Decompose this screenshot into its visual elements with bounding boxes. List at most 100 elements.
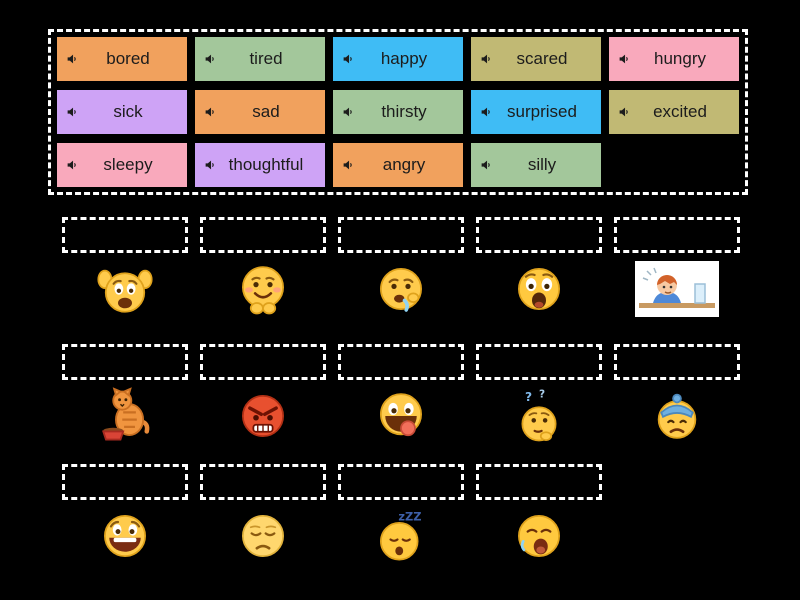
drop-zone-3-1[interactable]	[62, 464, 188, 500]
word-tile-surprised[interactable]: surprised	[471, 90, 601, 134]
sad-emoji-image	[235, 507, 291, 565]
angry-emoji-image	[235, 387, 291, 445]
match-slot	[338, 344, 464, 445]
match-row-3: zZZ	[62, 464, 602, 565]
speaker-icon[interactable]	[618, 106, 631, 119]
sleepy-emoji-image: zZZ	[373, 507, 429, 565]
word-tile-silly[interactable]: silly	[471, 143, 601, 187]
word-tile-label: excited	[653, 102, 707, 121]
speaker-icon[interactable]	[480, 159, 493, 172]
speaker-icon[interactable]	[204, 159, 217, 172]
word-tile-sick[interactable]: sick	[57, 90, 187, 134]
match-slot	[62, 464, 188, 565]
speaker-icon[interactable]	[342, 53, 355, 66]
sad-face-graphic	[242, 515, 284, 557]
word-tile-label: happy	[380, 49, 428, 68]
svg-text:?: ?	[539, 389, 545, 401]
silly-emoji-image	[373, 387, 429, 445]
surprised-emoji-image	[511, 260, 567, 318]
speaker-icon[interactable]	[66, 106, 79, 119]
word-tile-hungry[interactable]: hungry	[609, 37, 739, 81]
surprised-face-graphic	[518, 268, 560, 310]
bored-kid-image	[635, 260, 719, 318]
match-slot	[476, 464, 602, 565]
word-tile-bored[interactable]: bored	[57, 37, 187, 81]
word-tile-sleepy[interactable]: sleepy	[57, 143, 187, 187]
word-tile-label: thirsty	[381, 102, 427, 121]
word-bank: bored tired happy scared hungry sick sad	[48, 29, 748, 195]
hungry-cat-image	[96, 387, 154, 445]
yawning-face-graphic	[518, 515, 560, 557]
drop-zone-2-1[interactable]	[62, 344, 188, 380]
word-tile-tired[interactable]: tired	[195, 37, 325, 81]
drop-zone-3-3[interactable]	[338, 464, 464, 500]
word-tile-label: surprised	[507, 102, 577, 121]
word-tile-label: scared	[516, 49, 568, 68]
word-tile-excited[interactable]: excited	[609, 90, 739, 134]
word-tile-sad[interactable]: sad	[195, 90, 325, 134]
silly-face-graphic	[380, 393, 422, 437]
word-tile-label: thoughtful	[228, 155, 304, 174]
word-tile-angry[interactable]: angry	[333, 143, 463, 187]
svg-text:?: ?	[525, 390, 532, 404]
embarrassed-face-graphic	[242, 266, 284, 315]
match-slot	[338, 217, 464, 318]
match-slot	[62, 217, 188, 318]
drop-zone-1-3[interactable]	[338, 217, 464, 253]
match-slot	[476, 217, 602, 318]
word-tile-label: bored	[106, 49, 150, 68]
hungry-cat-graphic	[101, 387, 150, 441]
drop-zone-2-3[interactable]	[338, 344, 464, 380]
sick-emoji-image	[649, 387, 705, 445]
drop-zone-1-2[interactable]	[200, 217, 326, 253]
drop-zone-2-4[interactable]	[476, 344, 602, 380]
drop-zone-3-4[interactable]	[476, 464, 602, 500]
speaker-icon[interactable]	[342, 106, 355, 119]
happy-face-graphic	[104, 515, 146, 557]
speaker-icon[interactable]	[66, 53, 79, 66]
drooling-emoji-image	[373, 260, 429, 318]
word-tile-scared[interactable]: scared	[471, 37, 601, 81]
word-tile-thoughtful[interactable]: thoughtful	[195, 143, 325, 187]
drop-zone-1-5[interactable]	[614, 217, 740, 253]
word-tile-label: sick	[113, 102, 143, 121]
drop-zone-3-2[interactable]	[200, 464, 326, 500]
speaker-icon[interactable]	[204, 106, 217, 119]
match-slot	[614, 344, 740, 445]
drop-zone-2-2[interactable]	[200, 344, 326, 380]
match-slot	[200, 464, 326, 565]
match-slot	[200, 217, 326, 318]
bored-kid-graphic	[635, 261, 719, 317]
speaker-icon[interactable]	[480, 106, 493, 119]
scared-emoji-image	[96, 260, 154, 318]
speaker-icon[interactable]	[204, 53, 217, 66]
match-slot	[200, 344, 326, 445]
word-tile-label: tired	[249, 49, 283, 68]
word-tile-happy[interactable]: happy	[333, 37, 463, 81]
drop-zone-1-1[interactable]	[62, 217, 188, 253]
word-tile-label: angry	[382, 155, 426, 174]
match-slot	[614, 217, 740, 318]
drop-zone-1-4[interactable]	[476, 217, 602, 253]
word-tile-label: sleepy	[103, 155, 153, 174]
match-slot: zZZ	[338, 464, 464, 565]
thoughtful-emoji-image: ? ?	[511, 387, 567, 445]
match-slot	[62, 344, 188, 445]
speaker-icon[interactable]	[480, 53, 493, 66]
yawning-emoji-image	[511, 507, 567, 565]
thoughtful-face-graphic: ? ?	[521, 389, 557, 442]
match-row-2: ? ?	[62, 344, 740, 445]
drooling-face-graphic	[380, 268, 422, 312]
speaker-icon[interactable]	[618, 53, 631, 66]
word-tile-label: silly	[527, 155, 557, 174]
scared-face-graphic	[97, 269, 153, 313]
match-slot: ? ?	[476, 344, 602, 445]
svg-text:zZZ: zZZ	[398, 509, 421, 523]
word-tile-thirsty[interactable]: thirsty	[333, 90, 463, 134]
word-tile-label: sad	[252, 102, 280, 121]
sleepy-face-graphic: zZZ	[380, 509, 421, 561]
drop-zone-2-5[interactable]	[614, 344, 740, 380]
speaker-icon[interactable]	[66, 159, 79, 172]
speaker-icon[interactable]	[342, 159, 355, 172]
